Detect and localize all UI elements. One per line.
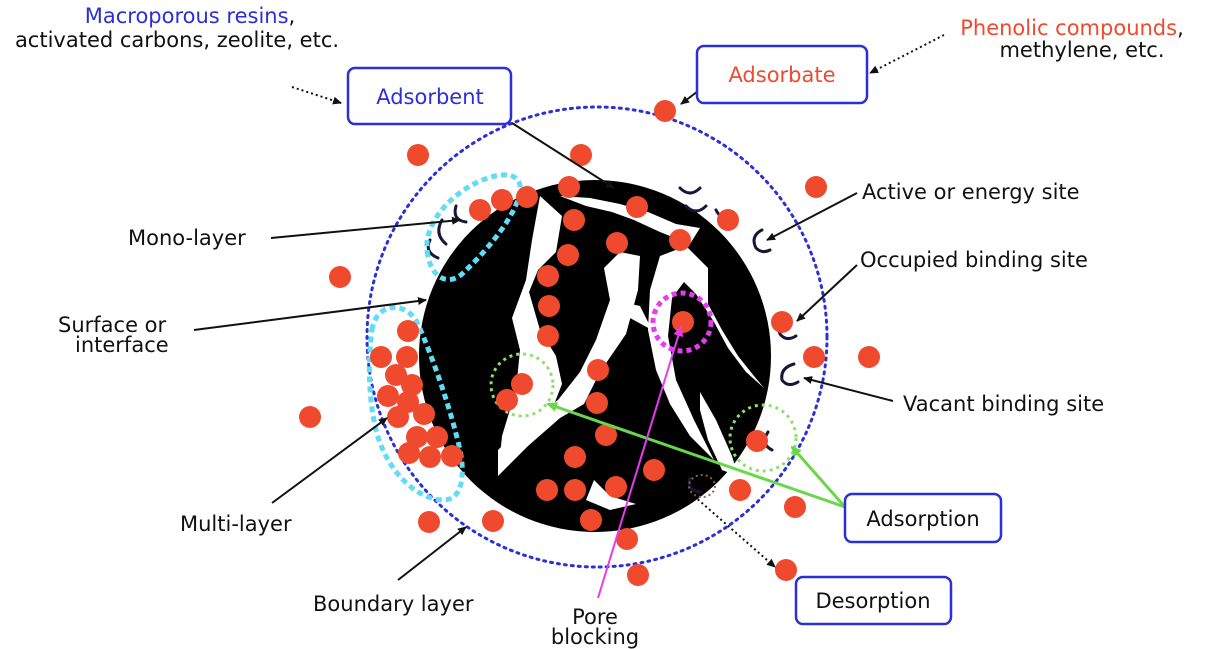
boundary-layer-circle (365, 105, 829, 569)
adsorbate-molecule-icon (299, 100, 880, 586)
multi-layer-label: Multi-layer (180, 512, 292, 536)
adsorbate-box: Adsorbate (695, 44, 869, 105)
adsorbent-examples-comma: , (289, 4, 296, 28)
adsorption-box-label: Adsorption (866, 507, 979, 531)
adsorbent-examples-label: Macroporous resins, (85, 4, 295, 28)
binding-site-icon (426, 186, 800, 494)
boundary-layer-label: Boundary layer (313, 592, 474, 616)
adsorbate-examples-highlight: Phenolic compounds (960, 16, 1177, 40)
adsorbate-examples-rest: methylene, etc. (999, 38, 1164, 62)
multi-layer-outline (366, 305, 465, 503)
adsorbent-examples-rest: activated carbons, zeolite, etc. (15, 28, 339, 52)
surface-label-line2: interface (75, 333, 169, 357)
desorption-box: Desorption (794, 575, 953, 626)
adsorbate-box-label: Adsorbate (728, 63, 835, 87)
adsorption-site-circle (489, 352, 555, 418)
desorption-site-circle (688, 474, 716, 498)
adsorption-site-circle (728, 403, 798, 473)
adsorbent-particle-icon (419, 180, 771, 532)
pore-blocking-label-line2: blocking (551, 625, 639, 649)
connector-lines (193, 34, 945, 599)
desorption-box-label: Desorption (815, 589, 930, 613)
adsorbent-box-label: Adsorbent (376, 85, 484, 109)
adsorption-box: Adsorption (843, 492, 1003, 544)
pore-blocking-label-line1: Pore (572, 605, 618, 629)
adsorbate-examples-label: Phenolic compounds, (960, 16, 1184, 40)
pore-blocking-circle (650, 290, 714, 354)
adsorbent-box: Adsorbent (346, 66, 513, 126)
adsorbent-examples-highlight: Macroporous resins (85, 4, 289, 28)
vacant-site-label: Vacant binding site (903, 392, 1104, 416)
occupied-site-label: Occupied binding site (860, 248, 1088, 272)
mono-layer-label: Mono-layer (128, 226, 246, 250)
surface-label-line1: Surface or (58, 313, 167, 337)
active-site-label: Active or energy site (862, 180, 1080, 204)
adsorbate-examples-comma: , (1177, 16, 1184, 40)
